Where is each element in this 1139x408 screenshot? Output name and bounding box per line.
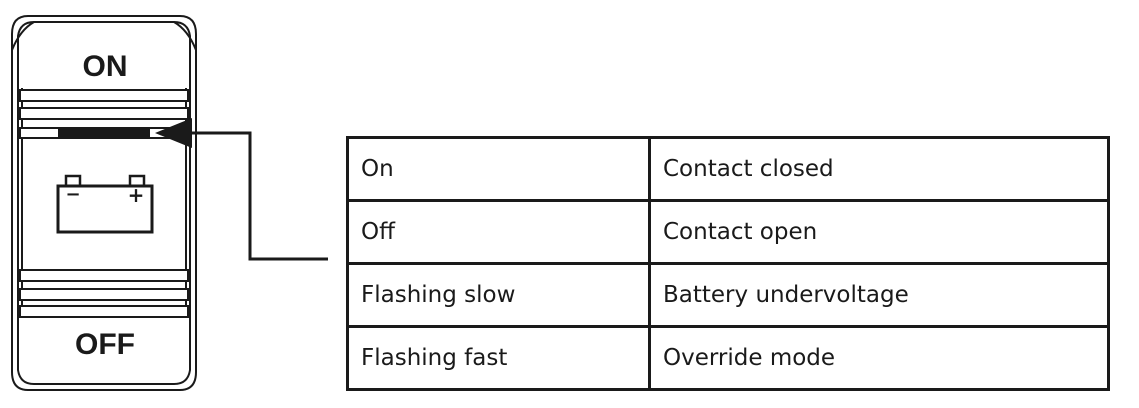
led-state-cell: On <box>346 136 651 202</box>
led-meaning-cell: Override mode <box>648 325 1110 391</box>
led-callout-arrow <box>155 118 328 261</box>
led-meaning-cell: Contact closed <box>648 136 1110 202</box>
led-state-table: On Contact closed Off Contact open Flash… <box>346 136 1110 391</box>
lower-ribs <box>19 269 189 318</box>
battery-icon <box>56 174 154 234</box>
table-row: On Contact closed <box>346 136 1110 202</box>
led-meaning-cell: Contact open <box>648 199 1110 265</box>
led-meaning-cell: Battery undervoltage <box>648 262 1110 328</box>
battery-plus-sign: + <box>128 183 145 207</box>
switch-on-label: ON <box>83 50 128 83</box>
table-row: Flashing fast Override mode <box>346 325 1110 391</box>
battery-minus-sign: − <box>65 184 80 205</box>
upper-ribs <box>19 89 189 120</box>
led-state-cell: Flashing fast <box>346 325 651 391</box>
table-row: Off Contact open <box>346 199 1110 265</box>
led-state-cell: Flashing slow <box>346 262 651 328</box>
led-state-cell: Off <box>346 199 651 265</box>
switch-off-label: OFF <box>75 328 135 361</box>
table-row: Flashing slow Battery undervoltage <box>346 262 1110 328</box>
